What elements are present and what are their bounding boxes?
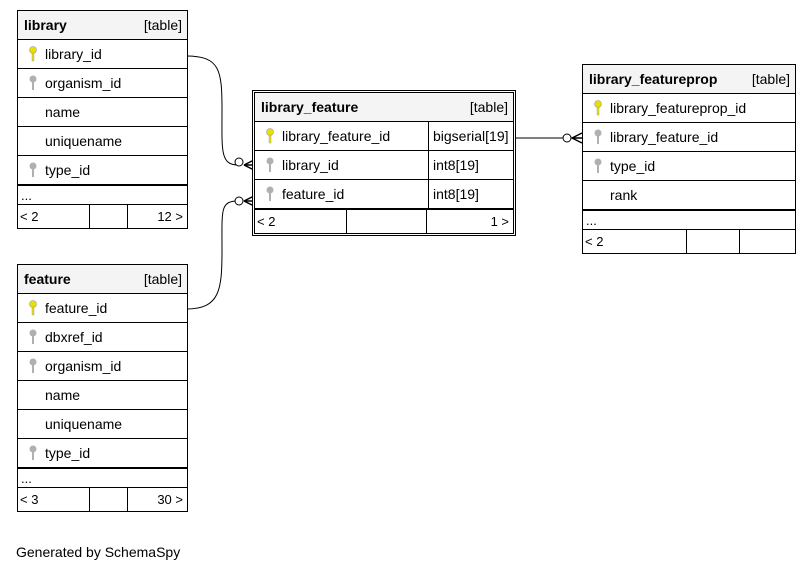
column-row-library-featureprop-id[interactable]: library_featureprop_id [583, 94, 795, 123]
column-type: int8[19] [428, 151, 513, 179]
table-name: library [24, 17, 67, 33]
column-name: type_id [45, 162, 91, 178]
column-name: name [45, 387, 81, 403]
table-kind: [table] [751, 71, 790, 87]
column-name: type_id [45, 445, 91, 461]
column-type: bigserial[19] [428, 122, 513, 150]
column-row-name[interactable]: name [18, 98, 187, 127]
column-row-uniquename[interactable]: uniquename [18, 410, 187, 439]
relationship-nav: < 3 30 > [18, 488, 187, 511]
column-row-library-feature-id[interactable]: library_feature_id bigserial[19] [255, 122, 513, 151]
parents-count[interactable]: < 2 [18, 205, 90, 228]
foreign-key-icon [24, 358, 42, 374]
parents-count[interactable]: < 2 [583, 230, 687, 253]
foreign-key-icon [589, 158, 607, 174]
footer-generated-by: Generated by SchemaSpy [16, 544, 181, 560]
more-columns: ... [18, 468, 187, 488]
foreign-key-icon [24, 162, 42, 178]
column-row-organism-id[interactable]: organism_id [18, 352, 187, 381]
more-columns: ... [583, 210, 795, 230]
column-row-library-id[interactable]: library_id [18, 40, 187, 69]
column-row-name[interactable]: name [18, 381, 187, 410]
foreign-key-icon [261, 186, 279, 202]
foreign-key-icon [24, 75, 42, 91]
table-name: library_featureprop [589, 71, 718, 87]
column-name: organism_id [45, 75, 122, 91]
column-row-library-feature-id[interactable]: library_feature_id [583, 123, 795, 152]
column-row-type-id[interactable]: type_id [18, 156, 187, 185]
parents-count[interactable]: < 3 [18, 488, 90, 511]
column-name: dbxref_id [45, 329, 103, 345]
table-kind: [table] [143, 17, 182, 33]
column-name: library_feature_id [610, 129, 719, 145]
column-row-type-id[interactable]: type_id [583, 152, 795, 181]
children-count[interactable]: 12 > [157, 209, 183, 224]
column-name: uniquename [45, 133, 123, 149]
column-name: library_featureprop_id [610, 100, 747, 116]
table-name: library_feature [261, 99, 359, 115]
optional-marker-library-id [234, 157, 244, 167]
foreign-key-icon [261, 157, 279, 173]
table-header: library_featureprop [table] [583, 65, 795, 94]
column-row-feature-id[interactable]: feature_id [18, 294, 187, 323]
table-feature[interactable]: feature [table] feature_id dbxref_id org… [17, 264, 188, 512]
table-name: feature [24, 271, 71, 287]
column-name: name [45, 104, 81, 120]
optional-marker-feature-id [234, 196, 244, 206]
column-row-rank[interactable]: rank [583, 181, 795, 210]
table-header: library [table] [18, 11, 187, 40]
column-name: feature_id [45, 300, 108, 316]
column-type: int8[19] [428, 180, 513, 208]
children-count[interactable]: 1 > [490, 214, 509, 229]
foreign-key-icon [24, 445, 42, 461]
table-library-featureprop[interactable]: library_featureprop [table] library_feat… [582, 64, 796, 254]
column-row-uniquename[interactable]: uniquename [18, 127, 187, 156]
primary-key-icon [24, 300, 42, 316]
edge-feature-to-library-feature [185, 200, 239, 310]
column-name: library_id [282, 157, 339, 173]
relationship-nav: < 2 [583, 230, 795, 253]
table-library[interactable]: library [table] library_id organism_id n… [17, 10, 188, 229]
column-name: uniquename [45, 416, 123, 432]
column-row-feature-id[interactable]: feature_id int8[19] [255, 180, 513, 209]
foreign-key-icon [24, 329, 42, 345]
column-row-type-id[interactable]: type_id [18, 439, 187, 468]
optional-marker-library-feature-id [562, 133, 572, 143]
edge-library-to-library-feature [185, 55, 239, 166]
parents-count[interactable]: < 2 [255, 210, 347, 233]
children-count[interactable]: 30 > [157, 492, 183, 507]
table-kind: [table] [469, 99, 508, 115]
foreign-key-icon [589, 129, 607, 145]
column-row-organism-id[interactable]: organism_id [18, 69, 187, 98]
table-library-feature[interactable]: library_feature [table] library_feature_… [252, 90, 516, 236]
column-name: feature_id [282, 186, 345, 202]
column-name: library_id [45, 46, 102, 62]
column-row-dbxref-id[interactable]: dbxref_id [18, 323, 187, 352]
relationship-nav: < 2 12 > [18, 205, 187, 228]
column-row-library-id[interactable]: library_id int8[19] [255, 151, 513, 180]
table-kind: [table] [143, 271, 182, 287]
table-header: library_feature [table] [255, 93, 513, 122]
relationship-nav: < 2 1 > [255, 209, 513, 233]
column-name: type_id [610, 158, 656, 174]
column-name: library_feature_id [282, 128, 391, 144]
table-header: feature [table] [18, 265, 187, 294]
crowfoot-featureprop-library-feature-id [571, 132, 583, 144]
primary-key-icon [589, 100, 607, 116]
primary-key-icon [261, 128, 279, 144]
primary-key-icon [24, 46, 42, 62]
column-name: organism_id [45, 358, 122, 374]
more-columns: ... [18, 185, 187, 205]
column-name: rank [610, 187, 638, 203]
